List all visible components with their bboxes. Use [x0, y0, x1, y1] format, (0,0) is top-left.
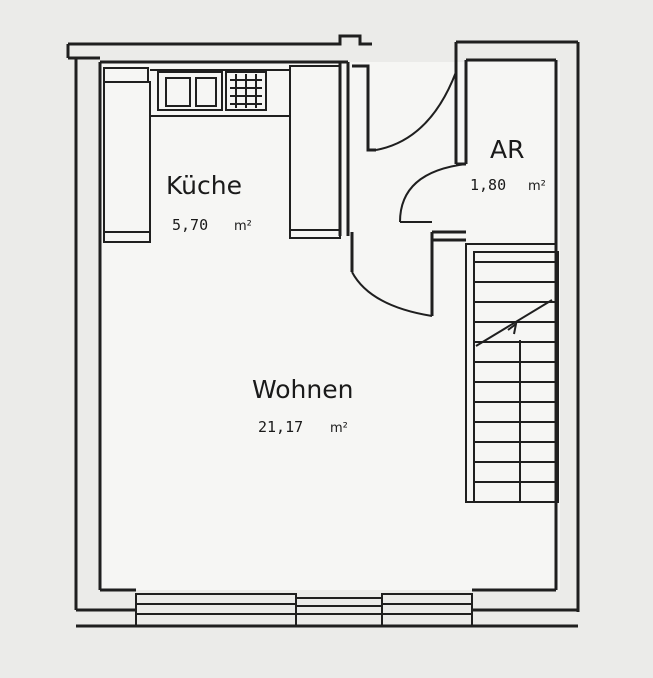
room-name-kueche: Küche — [166, 171, 242, 200]
sink-icon — [157, 71, 223, 111]
room-name-wohnen: Wohnen — [252, 375, 353, 404]
stair-arrow — [475, 299, 553, 347]
windows — [135, 593, 473, 626]
room-label-kueche: Küche 5,70 m² — [166, 171, 252, 234]
room-label-ar: AR 1,80 m² — [470, 135, 546, 194]
room-area-wohnen: 21,17 — [258, 418, 303, 436]
room-area-ar: 1,80 — [470, 176, 506, 194]
room-area-kueche: 5,70 — [172, 216, 208, 234]
room-name-ar: AR — [490, 135, 524, 164]
room-unit-ar: m² — [528, 179, 546, 194]
room-label-wohnen: Wohnen 21,17 m² — [252, 375, 353, 436]
room-unit-kueche: m² — [234, 219, 252, 234]
stove-icon — [225, 71, 267, 111]
door-swings — [351, 71, 467, 317]
room-unit-wohnen: m² — [330, 421, 348, 436]
kitchen-counter — [103, 65, 341, 243]
